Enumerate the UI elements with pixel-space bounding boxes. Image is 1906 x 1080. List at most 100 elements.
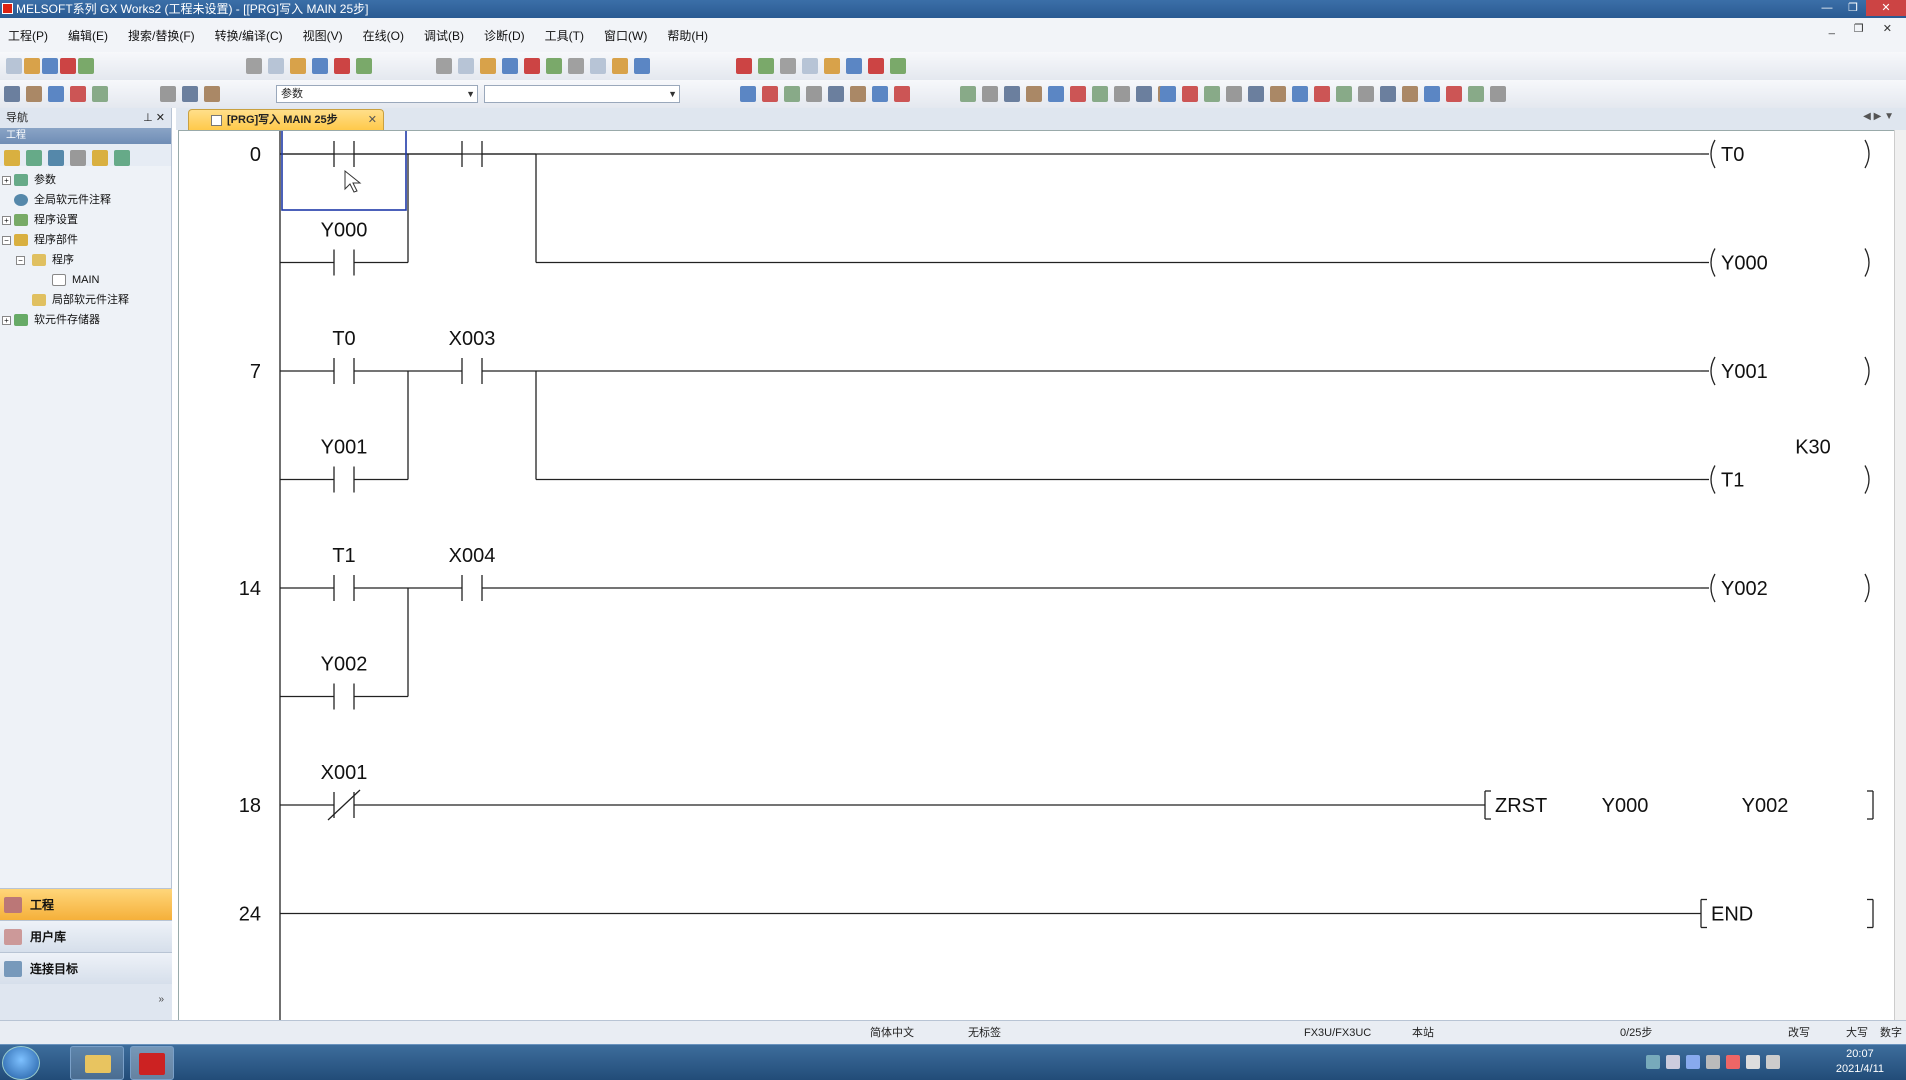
menu-window[interactable]: 窗口(W) [604, 28, 648, 43]
toolbar-icon[interactable] [436, 58, 452, 74]
search-combo[interactable]: ▼ [484, 85, 680, 103]
tray-icon[interactable] [1666, 1055, 1680, 1069]
toolbar-icon[interactable] [546, 58, 562, 74]
toolbar-icon[interactable] [70, 150, 86, 166]
toolbar-icon[interactable] [1270, 86, 1286, 102]
toolbar-icon[interactable] [78, 58, 94, 74]
toolbar-icon[interactable] [780, 58, 796, 74]
toolbar-icon[interactable] [114, 150, 130, 166]
toolbar-icon[interactable] [356, 58, 372, 74]
tree-item-main[interactable]: MAIN [0, 270, 171, 290]
collapse-icon[interactable]: − [2, 236, 11, 245]
toolbar-icon[interactable] [1070, 86, 1086, 102]
toolbar-icon[interactable] [1048, 86, 1064, 102]
toolbar-icon[interactable] [70, 86, 86, 102]
nav-project-button[interactable]: 工程 [0, 888, 172, 920]
toolbar-icon[interactable] [42, 58, 58, 74]
toolbar-icon[interactable] [204, 86, 220, 102]
toolbar-icon[interactable] [48, 150, 64, 166]
toolbar-icon[interactable] [1182, 86, 1198, 102]
toolbar-icon[interactable] [1160, 86, 1176, 102]
tray-icon[interactable] [1746, 1055, 1760, 1069]
toolbar-icon[interactable] [828, 86, 844, 102]
tray-icon[interactable] [1646, 1055, 1660, 1069]
toolbar-icon[interactable] [590, 58, 606, 74]
nav-overflow-icon[interactable]: » [0, 984, 172, 1024]
toolbar-icon[interactable] [758, 58, 774, 74]
tree-item-local-comment[interactable]: 局部软元件注释 [0, 290, 171, 310]
toolbar-icon[interactable] [334, 58, 350, 74]
toolbar-icon[interactable] [762, 86, 778, 102]
toolbar-icon[interactable] [634, 58, 650, 74]
toolbar-icon[interactable] [894, 86, 910, 102]
toolbar-icon[interactable] [290, 58, 306, 74]
toolbar-icon[interactable] [92, 86, 108, 102]
toolbar-icon[interactable] [784, 86, 800, 102]
nav-pin-close[interactable]: ⊥ ✕ [143, 112, 165, 124]
toolbar-icon[interactable] [1136, 86, 1152, 102]
toolbar-icon[interactable] [480, 58, 496, 74]
toolbar-icon[interactable] [1402, 86, 1418, 102]
toolbar-icon[interactable] [182, 86, 198, 102]
menu-tool[interactable]: 工具(T) [544, 28, 584, 43]
explorer-taskbar-icon[interactable] [70, 1046, 124, 1080]
menu-diagnostics[interactable]: 诊断(D) [484, 28, 525, 43]
toolbar-icon[interactable] [736, 58, 752, 74]
menu-online[interactable]: 在线(O) [362, 28, 404, 43]
toolbar-icon[interactable] [740, 86, 756, 102]
toolbar-icon[interactable] [92, 150, 108, 166]
toolbar-icon[interactable] [1204, 86, 1220, 102]
menu-edit[interactable]: 编辑(E) [68, 28, 108, 43]
toolbar-icon[interactable] [26, 86, 42, 102]
menu-convert-compile[interactable]: 转换/编译(C) [214, 28, 283, 43]
tree-item-program-setting[interactable]: +程序设置 [0, 210, 171, 230]
toolbar-icon[interactable] [1026, 86, 1042, 102]
toolbar-icon[interactable] [612, 58, 628, 74]
tree-item-param[interactable]: +参数 [0, 170, 171, 190]
tree-item-program[interactable]: −程序 [0, 250, 171, 270]
expand-icon[interactable]: + [2, 316, 11, 325]
tree-item-program-parts[interactable]: −程序部件 [0, 230, 171, 250]
tray-icon[interactable] [1706, 1055, 1720, 1069]
tab-scroll-icons[interactable]: ◀ ▶ ▼ [1863, 111, 1894, 122]
toolbar-icon[interactable] [1248, 86, 1264, 102]
toolbar-icon[interactable] [160, 86, 176, 102]
tray-icon[interactable] [1686, 1055, 1700, 1069]
toolbar-icon[interactable] [246, 58, 262, 74]
collapse-icon[interactable]: − [16, 256, 25, 265]
expand-icon[interactable]: + [2, 216, 11, 225]
toolbar-icon[interactable] [890, 58, 906, 74]
toolbar-icon[interactable] [872, 86, 888, 102]
toolbar-icon[interactable] [1226, 86, 1242, 102]
toolbar-icon[interactable] [1446, 86, 1462, 102]
minimize-button[interactable]: — [1821, 2, 1833, 14]
tree-item-device-memory[interactable]: +软元件存储器 [0, 310, 171, 330]
toolbar-icon[interactable] [1004, 86, 1020, 102]
nav-connection-button[interactable]: 连接目标 [0, 952, 172, 984]
toolbar-icon[interactable] [982, 86, 998, 102]
toolbar-icon[interactable] [1424, 86, 1440, 102]
toolbar-icon[interactable] [1092, 86, 1108, 102]
toolbar-icon[interactable] [60, 58, 76, 74]
toolbar-icon[interactable] [1114, 86, 1130, 102]
restore-button[interactable]: ❐ [1848, 2, 1858, 14]
toolbar-icon[interactable] [26, 150, 42, 166]
gxworks-taskbar-icon[interactable] [130, 1046, 174, 1080]
tree-item-global-comment[interactable]: 全局软元件注释 [0, 190, 171, 210]
toolbar-icon[interactable] [846, 58, 862, 74]
toolbar-icon[interactable] [824, 58, 840, 74]
toolbar-icon[interactable] [802, 58, 818, 74]
tab-main[interactable]: [PRG]写入 MAIN 25步✕ [188, 109, 384, 130]
menu-debug[interactable]: 调试(B) [424, 28, 464, 43]
toolbar-icon[interactable] [868, 58, 884, 74]
toolbar-icon[interactable] [48, 86, 64, 102]
param-combo[interactable]: 参数▼ [276, 85, 478, 103]
menu-help[interactable]: 帮助(H) [667, 28, 708, 43]
toolbar-icon[interactable] [1490, 86, 1506, 102]
close-button[interactable]: ✕ [1866, 0, 1906, 16]
toolbar-icon[interactable] [568, 58, 584, 74]
toolbar-icon[interactable] [24, 58, 40, 74]
tray-icon[interactable] [1726, 1055, 1740, 1069]
toolbar-icon[interactable] [458, 58, 474, 74]
